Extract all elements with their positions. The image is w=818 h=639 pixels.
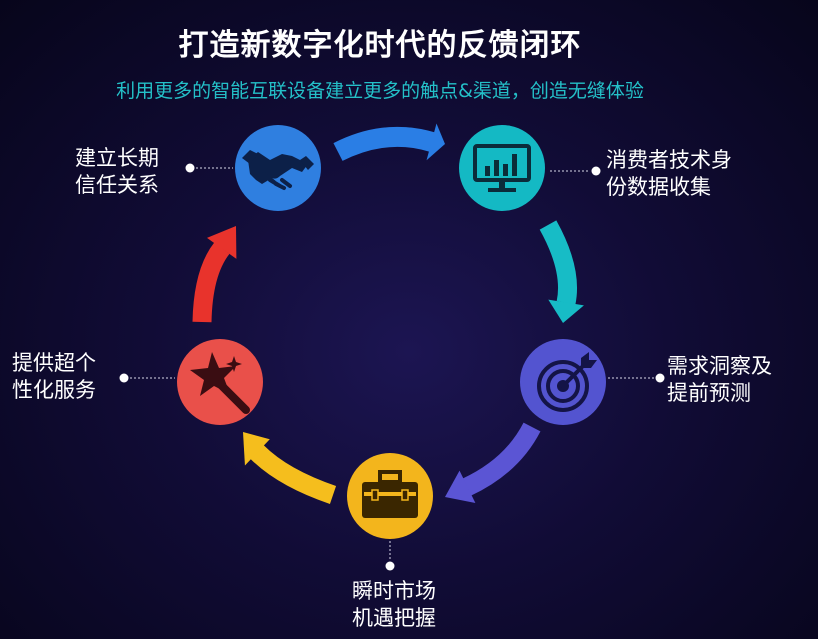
label-market-opportunity: 瞬时市场 机遇把握 bbox=[352, 579, 436, 630]
connector-dot bbox=[591, 166, 601, 176]
node-data-collection bbox=[459, 125, 545, 211]
node-insight-prediction bbox=[520, 339, 606, 425]
label-insight-prediction: 需求洞察及 提前预测 bbox=[667, 354, 772, 405]
node-circle bbox=[459, 125, 545, 211]
cycle-arrow-4 bbox=[243, 432, 337, 504]
toolbox-icon bbox=[362, 470, 418, 518]
page-subtitle: 利用更多的智能互联设备建立更多的触点&渠道，创造无缝体验 bbox=[116, 80, 644, 102]
node-market-opportunity bbox=[347, 453, 433, 539]
cycle-arrow-3 bbox=[445, 422, 541, 504]
label-personalized-service: 提供超个 性化服务 bbox=[12, 351, 96, 402]
connector-3 bbox=[608, 373, 665, 383]
connector-1 bbox=[185, 163, 233, 173]
connector-5 bbox=[119, 373, 175, 383]
node-personalized-service bbox=[177, 339, 263, 425]
magic-wand-icon bbox=[190, 352, 250, 414]
connector-2 bbox=[550, 166, 601, 176]
connector-dot bbox=[119, 373, 129, 383]
cycle-arrow-1 bbox=[333, 123, 445, 162]
handshake-icon bbox=[242, 150, 314, 190]
node-trust bbox=[235, 125, 321, 211]
label-data-collection: 消费者技术身 份数据收集 bbox=[606, 148, 732, 199]
target-arrow-icon bbox=[537, 352, 597, 412]
connector-dot bbox=[385, 561, 395, 571]
connector-dot bbox=[655, 373, 665, 383]
cycle-arrow-5 bbox=[192, 226, 237, 323]
label-trust: 建立长期 信任关系 bbox=[75, 146, 159, 197]
monitor-chart-icon bbox=[473, 144, 531, 192]
connector-4 bbox=[385, 541, 395, 571]
connector-dot bbox=[185, 163, 195, 173]
page-title: 打造新数字化时代的反馈闭环 bbox=[178, 28, 582, 63]
cycle-arrow-2 bbox=[539, 220, 584, 323]
